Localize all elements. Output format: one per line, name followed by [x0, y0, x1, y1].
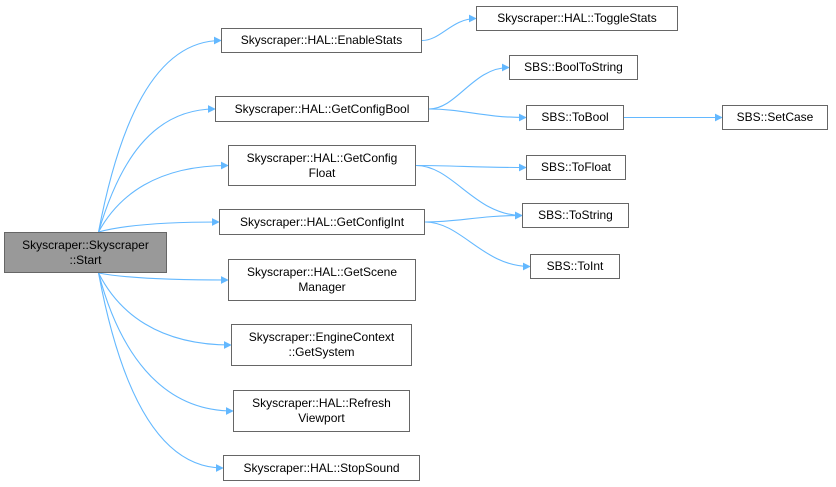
edge-get_config_int-to-to_int [424, 221, 531, 271]
node-label-line: Skyscraper::HAL::EnableStats [240, 33, 403, 47]
node-set-case[interactable]: SBS::SetCase [722, 105, 828, 130]
node-to-float[interactable]: SBS::ToFloat [526, 155, 626, 180]
node-get-system[interactable]: Skyscraper::EngineContext ::GetSystem [231, 324, 412, 366]
node-to-string[interactable]: SBS::ToString [522, 203, 629, 228]
edge-enable_stats-to-toggle_stats [421, 14, 477, 42]
edge-get_config_float-to-to_string [415, 164, 523, 220]
node-label-line: SBS::BoolToString [524, 60, 623, 74]
edge-start-to-get_config_bool [98, 105, 216, 233]
node-label-line: Skyscraper::HAL::StopSound [243, 460, 400, 475]
edge-get_config_float-to-to_float [415, 163, 527, 172]
node-label-line: SBS::ToString [538, 208, 613, 222]
edge-start-to-get_scene_manager [98, 272, 229, 284]
node-get-config-float[interactable]: Skyscraper::HAL::GetConfig Float [228, 145, 416, 186]
edge-get_config_bool-to-bool_to_string [428, 63, 510, 110]
edge-get_config_bool-to-to_bool [428, 108, 527, 122]
node-label-line: Manager [298, 280, 346, 294]
node-label-line: SBS::ToInt [546, 259, 604, 273]
node-stop-sound[interactable]: Skyscraper::HAL::StopSound [223, 455, 420, 481]
node-to-int[interactable]: SBS::ToInt [530, 254, 620, 279]
node-enable-stats[interactable]: Skyscraper::HAL::EnableStats [221, 28, 422, 53]
node-skyscraper-start[interactable]: Skyscraper::Skyscraper ::Start [4, 232, 167, 273]
edges-layer [97, 14, 723, 472]
node-label-line: Skyscraper::EngineContext [248, 330, 395, 344]
node-label-line: Skyscraper::HAL::GetConfig [246, 150, 398, 165]
node-label-line: Viewport [298, 411, 345, 425]
edge-start-to-stop_sound [97, 272, 224, 472]
node-label-line: Skyscraper::HAL::GetConfigInt [239, 214, 405, 229]
node-label-line: Skyscraper::HAL::GetConfigBool [234, 101, 410, 116]
node-label-line: ::GetSystem [288, 345, 355, 359]
node-label-line: Skyscraper::HAL::GetScene [246, 265, 398, 279]
node-refresh-viewport[interactable]: Skyscraper::HAL::Refresh Viewport [233, 390, 410, 432]
edge-start-to-get_system [98, 272, 232, 349]
node-get-config-int[interactable]: Skyscraper::HAL::GetConfigInt [219, 209, 425, 235]
node-label-line: Float [308, 165, 336, 180]
node-to-bool[interactable]: SBS::ToBool [526, 105, 624, 130]
node-label-line: SBS::ToFloat [540, 160, 612, 174]
edge-start-to-get_config_int [98, 218, 220, 233]
node-label-line: Skyscraper::HAL::ToggleStats [497, 11, 657, 25]
node-label-line: SBS::SetCase [736, 110, 814, 124]
edge-start-to-get_config_float [98, 161, 229, 233]
node-bool-to-string[interactable]: SBS::BoolToString [509, 55, 638, 80]
node-toggle-stats[interactable]: Skyscraper::HAL::ToggleStats [476, 6, 678, 31]
node-get-config-bool[interactable]: Skyscraper::HAL::GetConfigBool [215, 96, 429, 122]
edge-start-to-enable_stats [97, 36, 222, 233]
node-label-line: Skyscraper::HAL::Refresh [252, 396, 391, 410]
node-label-line: Skyscraper::Skyscraper [22, 237, 149, 252]
node-label-line: SBS::ToBool [541, 110, 609, 124]
node-label-line: ::Start [69, 252, 102, 267]
edge-get_config_int-to-to_string [424, 211, 523, 223]
edge-start-to-refresh_viewport [98, 272, 234, 415]
node-get-scene-manager[interactable]: Skyscraper::HAL::GetScene Manager [228, 259, 416, 301]
